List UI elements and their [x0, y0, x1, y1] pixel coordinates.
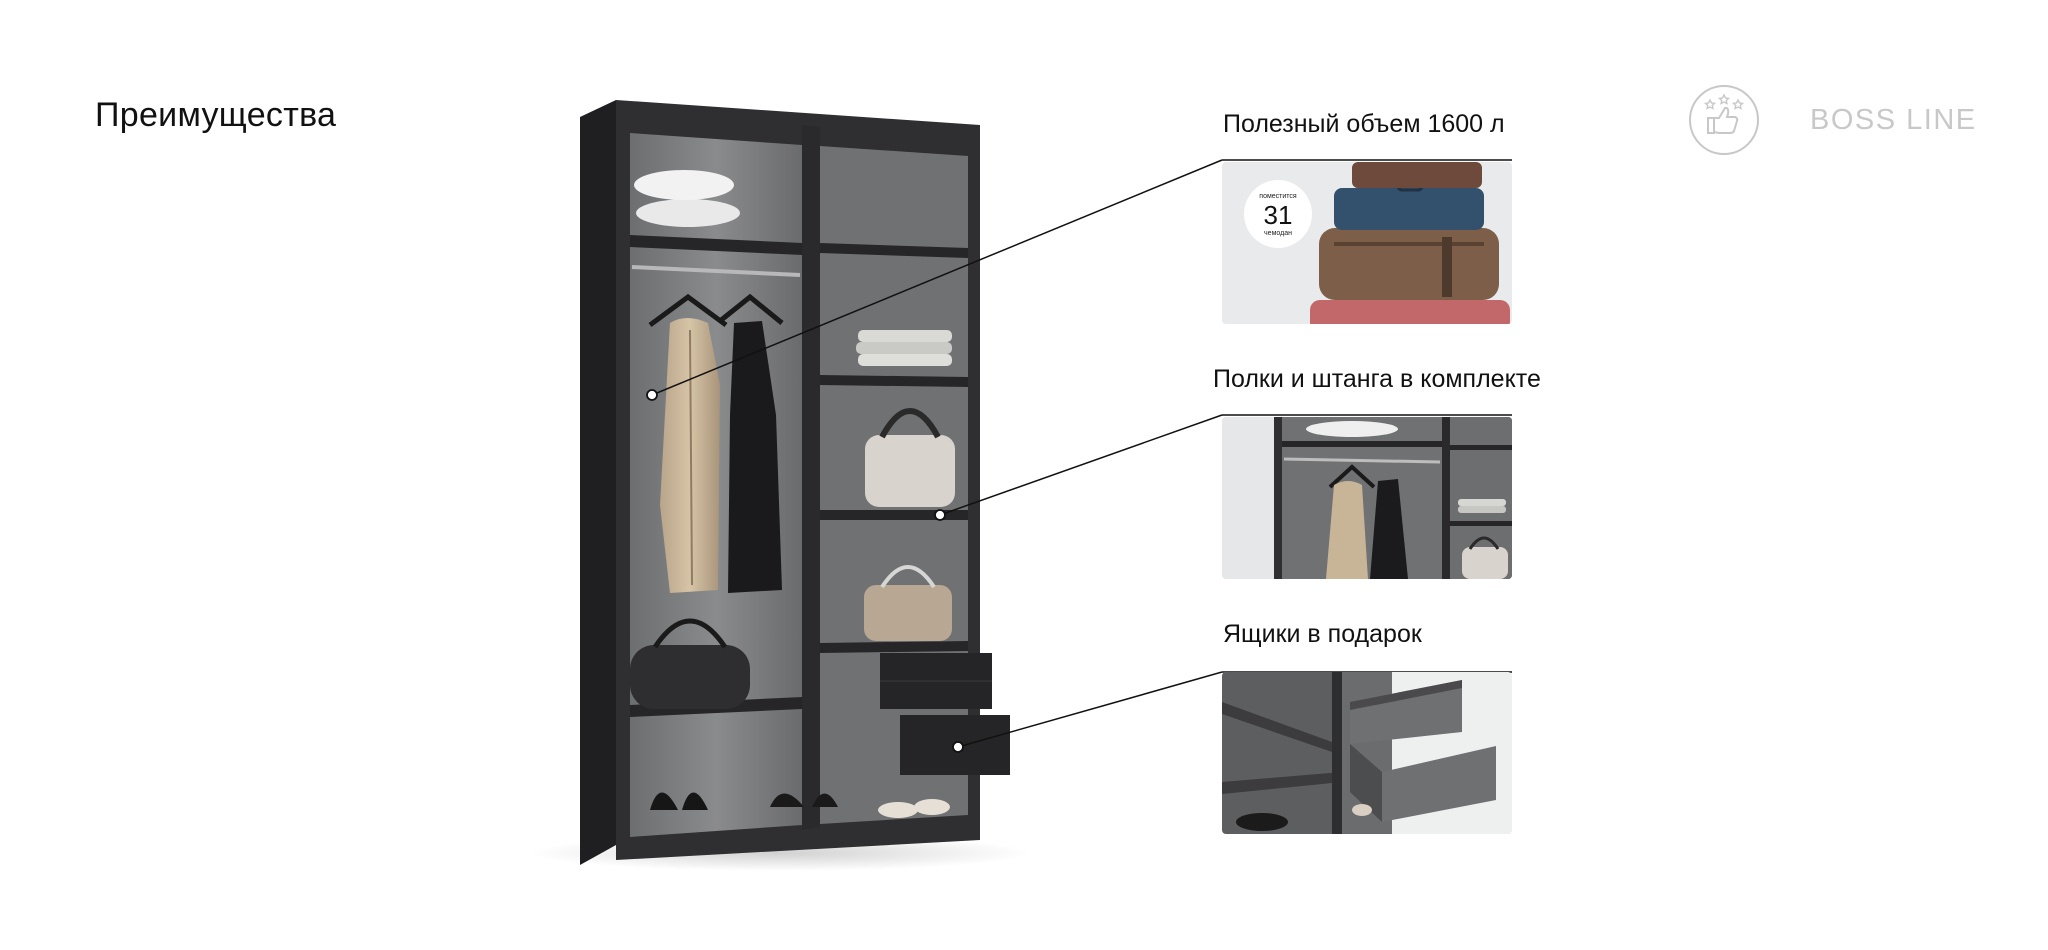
brand-logo: BOSS LINE	[1688, 84, 1977, 156]
badge-bottom-text: чемодан	[1264, 230, 1292, 237]
shelves-closeup-image	[1222, 417, 1512, 579]
feature-volume-title: Полезный объем 1600 л	[1223, 110, 1505, 138]
feature-shelves-title: Полки и штанга в комплекте	[1213, 365, 1541, 393]
badge-top-text: поместится	[1259, 193, 1297, 200]
thumbs-up-stars-icon	[1689, 85, 1759, 155]
suitcases-image: поместится 31 чемодан	[1222, 162, 1512, 324]
badge-number: 31	[1264, 200, 1293, 230]
drawers-closeup-image	[1222, 672, 1512, 834]
feature-drawers-title: Ящики в подарок	[1223, 620, 1422, 648]
brand-name: BOSS LINE	[1810, 103, 1977, 136]
page-title: Преимущества	[95, 96, 337, 134]
wardrobe-image	[530, 100, 1030, 871]
